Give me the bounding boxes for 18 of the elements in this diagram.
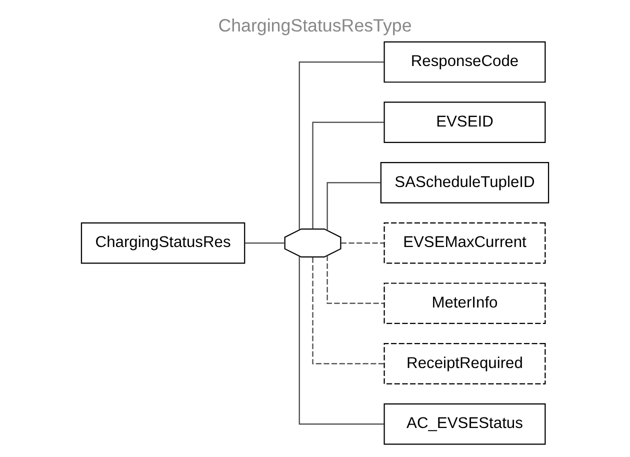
connector [326, 182, 381, 231]
node-box: ReceiptRequired [384, 343, 546, 384]
connector [312, 122, 384, 229]
connector [298, 61, 384, 230]
connector [244, 242, 285, 244]
connector [341, 242, 384, 244]
node-box: EVSEID [384, 102, 546, 144]
node-box: MeterInfo [384, 282, 546, 324]
node-box: SAScheduleTupleID [380, 162, 550, 204]
node-box: ResponseCode [384, 41, 546, 83]
connector [298, 256, 384, 425]
node-octagon [284, 228, 342, 258]
node-box: ChargingStatusRes [80, 222, 246, 264]
node-box: AC_EVSEStatus [384, 403, 546, 445]
connector [326, 256, 384, 304]
connector [312, 257, 384, 364]
node-box: EVSEMaxCurrent [384, 222, 546, 264]
diagram-title: ChargingStatusResType [218, 16, 412, 36]
